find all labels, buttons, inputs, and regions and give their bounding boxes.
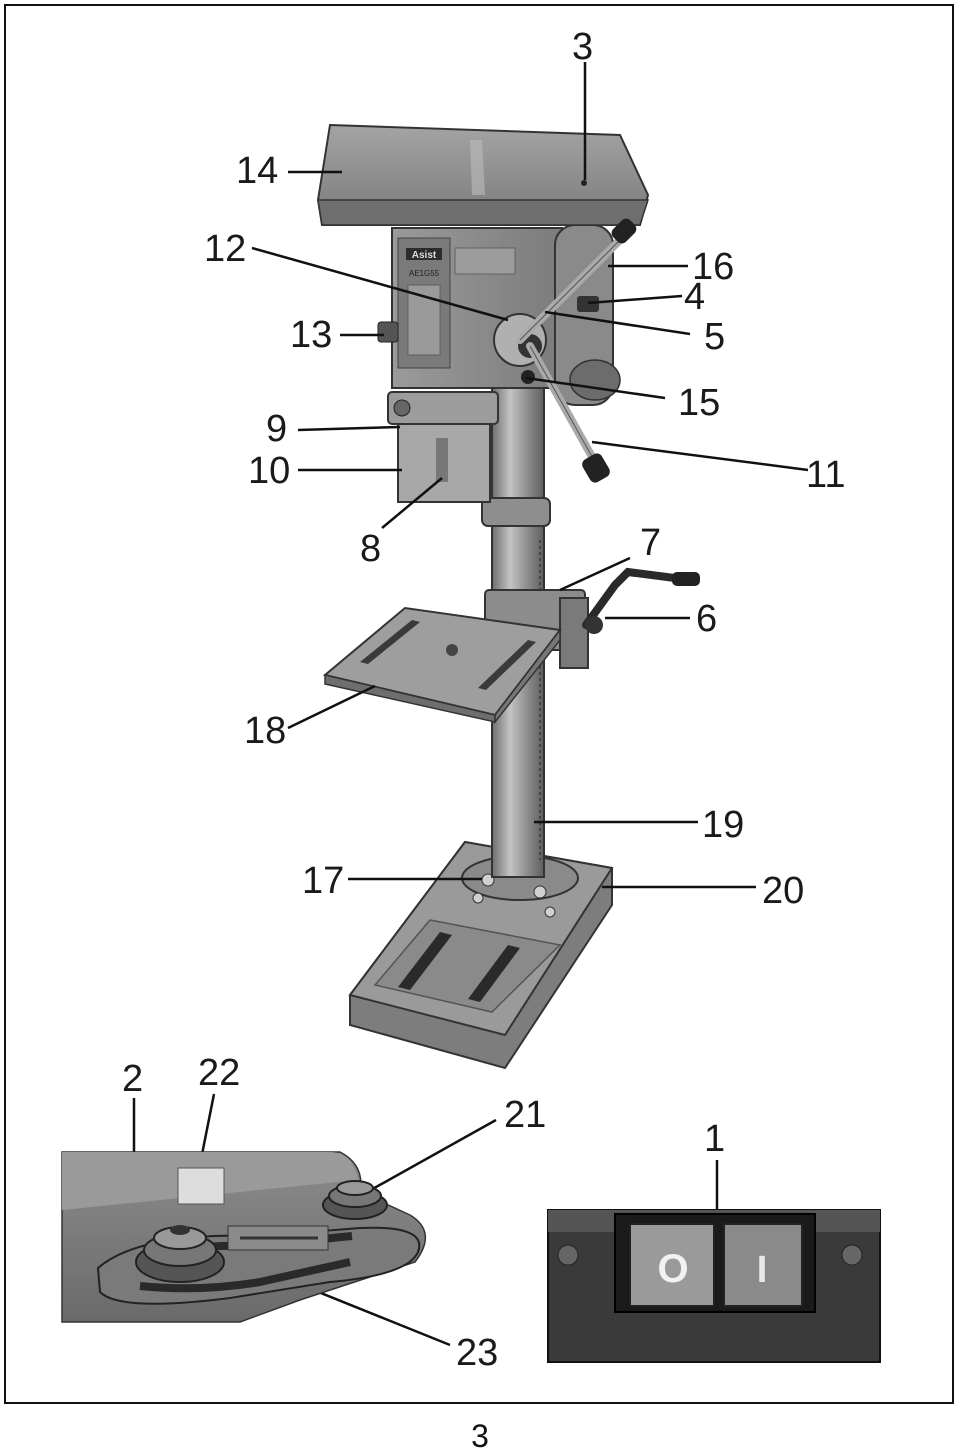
switch-off-label: O (657, 1247, 688, 1291)
callout-17: 17 (302, 860, 345, 902)
callout-12: 12 (204, 228, 247, 270)
belt-cover (316, 123, 650, 226)
callout-16: 16 (692, 246, 735, 288)
callout-7: 7 (640, 522, 662, 564)
callout-15: 15 (678, 382, 721, 424)
callout-18: 18 (244, 710, 287, 752)
inset-pulleys (61, 1151, 426, 1323)
page-number: 3 (471, 1418, 489, 1454)
leader-lines (132, 62, 809, 1347)
callout-22: 22 (198, 1052, 241, 1094)
drill-head: Asist AE1G55 (377, 224, 621, 406)
inset-switch: O I (547, 1209, 881, 1363)
model-label: AE1G55 (409, 269, 440, 278)
callout-13: 13 (290, 314, 333, 356)
callout-20: 20 (762, 870, 805, 912)
switch-on-label: I (757, 1249, 768, 1291)
callout-3: 3 (572, 26, 594, 68)
chuck-guard (387, 391, 499, 503)
callout-21: 21 (504, 1094, 547, 1136)
callout-10: 10 (248, 450, 291, 492)
brand-label: Asist (412, 250, 437, 261)
callout-1: 1 (704, 1118, 726, 1160)
callout-11: 11 (806, 454, 846, 496)
cover-knob (581, 180, 587, 186)
callout-19: 19 (702, 804, 745, 846)
callout-5: 5 (704, 316, 726, 358)
base (348, 840, 614, 1070)
callout-4: 4 (684, 276, 706, 318)
callout-6: 6 (696, 598, 718, 640)
callout-23: 23 (456, 1332, 499, 1374)
work-table (322, 606, 562, 725)
callout-14: 14 (236, 150, 279, 192)
feed-handles (493, 218, 637, 483)
callout-8: 8 (360, 528, 382, 570)
column-collar (481, 497, 551, 527)
callout-2: 2 (122, 1058, 144, 1100)
callout-9: 9 (266, 408, 288, 450)
